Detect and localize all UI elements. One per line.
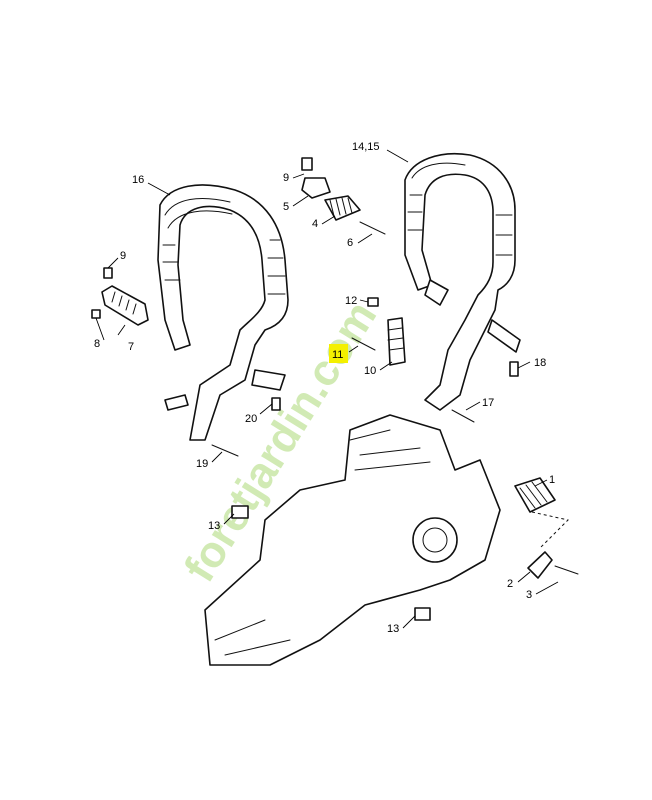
screw-part-12 [367,297,379,307]
screw-part-6 [359,221,386,235]
callout-20: 20 [245,413,257,425]
callout-9-left: 9 [120,250,126,262]
callout-7: 7 [128,341,134,353]
screw-part-9-top [301,157,313,171]
assembly-dashed-line [531,511,569,549]
screw-part-20 [271,397,281,411]
spring-part-4 [324,195,361,221]
callout-1: 1 [549,474,555,486]
callout-11: 11 [332,349,343,361]
callout-14-15: 14,15 [352,141,380,153]
buffer-part-7 [101,285,149,326]
plug-part-13-left [231,505,249,519]
callout-3: 3 [526,589,532,601]
highlight-marker-11 [329,344,348,363]
screw-part-18 [509,361,519,377]
screw-part-8 [91,309,101,319]
callout-13-left: 13 [208,520,220,532]
callout-10: 10 [364,365,376,377]
buffer-part-1 [514,477,556,513]
callout-13-bottom: 13 [387,623,399,635]
spring-part-10 [387,317,406,366]
screw-part-17 [451,409,475,423]
callout-2: 2 [507,578,513,590]
callout-8: 8 [94,338,100,350]
chainsaw-housing [204,414,501,666]
bracket-part-5 [301,177,331,199]
front-handle-part-16 [157,184,289,441]
callout-4: 4 [312,218,318,230]
screw-part-19 [211,444,239,457]
callout-18: 18 [534,357,546,369]
callout-19: 19 [196,458,208,470]
callout-5: 5 [283,201,289,213]
plug-part-13-bottom [414,607,431,621]
callout-16: 16 [132,174,144,186]
callout-17: 17 [482,397,494,409]
bolt-part-11 [351,337,376,351]
callout-6: 6 [347,237,353,249]
callout-9-top: 9 [283,172,289,184]
screw-part-9-left [103,267,113,279]
callout-12: 12 [345,295,357,307]
bracket-part-2 [527,551,553,579]
screw-part-3 [554,565,579,575]
rear-handle-part-14-15 [404,152,521,411]
